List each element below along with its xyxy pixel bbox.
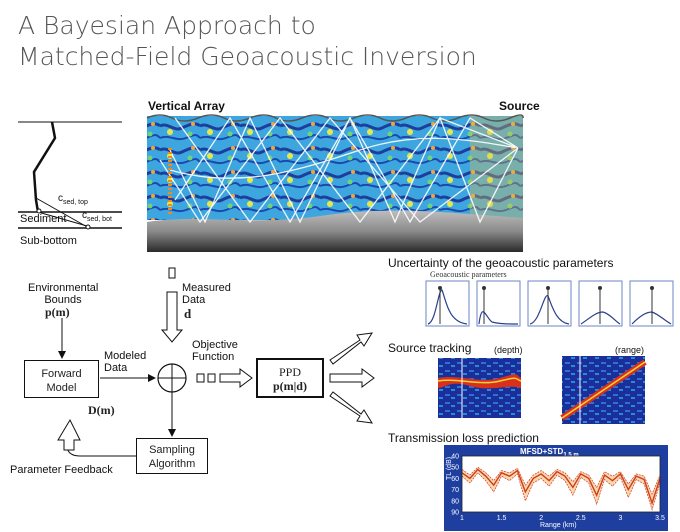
title-line-2: Matched-Field Geoacoustic Inversion (18, 42, 477, 71)
sediment-label: Sediment (20, 213, 67, 225)
tl-xtick-label: 3.5 (655, 515, 665, 522)
forward-model-box: Forward Model (24, 360, 99, 398)
env-bounds-label: Environmental Bounds (28, 282, 99, 306)
tl-plot-border (461, 455, 661, 513)
source-tracking-heading: Source tracking (388, 341, 472, 355)
tl-xtick-label: 3 (618, 515, 622, 522)
tl-xtick-label: 1 (460, 515, 464, 522)
slide-title: A Bayesian Approach to Matched-Field Geo… (18, 10, 477, 72)
measured-d-label: d (184, 306, 192, 321)
measured-data-label: Measured Data (182, 282, 231, 306)
tl-xtick-label: 1.5 (497, 515, 507, 522)
objective-function-label: Objective Function (192, 339, 238, 363)
dm-label: D(m) (88, 403, 115, 417)
uncertainty-heading: Uncertainty of the geoacoustic parameter… (388, 256, 614, 270)
tl-series-line-1 (461, 466, 661, 495)
tl-ytick-label: 70 (451, 487, 459, 494)
tl-xlabel: Range (km) (540, 522, 577, 529)
ppd-box: PPD p(m|d) (256, 358, 324, 398)
tl-xtick-label: 2.5 (576, 515, 586, 522)
modeled-data-label: Modeled Data (104, 350, 147, 374)
csed-bot-label: csed, bot (82, 210, 112, 223)
tl-xtick-label: 2 (539, 515, 543, 522)
tl-ytick-label: 50 (451, 465, 459, 472)
tl-series-line-0 (461, 468, 661, 506)
vertical-array-label: Vertical Array (148, 99, 225, 113)
geo-params-caption: Geoacoustic parameters (430, 270, 507, 279)
tl-ytick-label: 90 (451, 510, 459, 517)
tl-ytick-label: 40 (451, 454, 459, 461)
source-label: Source (499, 99, 540, 113)
depth-label: (depth) (494, 345, 523, 355)
sampling-algorithm-box: Sampling Algorithm (136, 438, 208, 474)
csed-top-label: csed, top (58, 193, 88, 206)
prior-pm-label: p(m) (45, 305, 70, 319)
tl-legend: MFSD+STD1.5 m (520, 447, 579, 459)
tl-series-line-2 (461, 472, 661, 511)
subbottom-label: Sub-bottom (20, 235, 77, 247)
parameter-feedback-label: Parameter Feedback (10, 464, 113, 476)
tl-ytick-label: 60 (451, 476, 459, 483)
range-label: (range) (615, 345, 645, 355)
title-line-1: A Bayesian Approach to (18, 11, 316, 40)
tl-ytick-label: 80 (451, 498, 459, 505)
tl-prediction-heading: Transmission loss prediction (388, 431, 539, 445)
tl-std-band (462, 467, 660, 510)
